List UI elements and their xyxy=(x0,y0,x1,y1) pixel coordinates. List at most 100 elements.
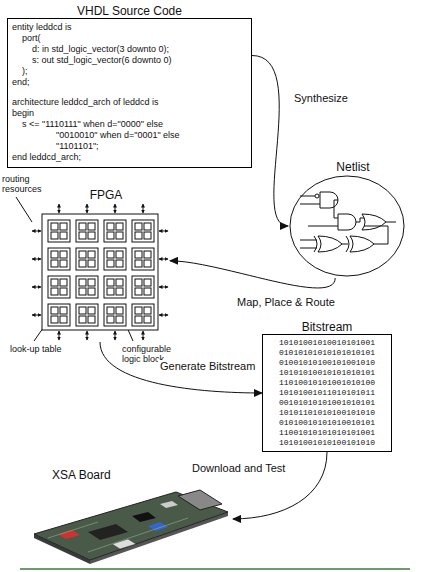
look-up-table xyxy=(79,260,86,267)
node-heading: FPGA xyxy=(30,188,182,202)
look-up-table xyxy=(60,223,67,230)
configurable-logic-block xyxy=(76,276,98,298)
look-up-table xyxy=(51,307,58,314)
look-up-table xyxy=(88,223,95,230)
look-up-table xyxy=(135,232,142,239)
look-up-table xyxy=(79,251,86,258)
code-line: "0010010" when d="0001" else xyxy=(12,130,247,141)
fpga-chip-package xyxy=(88,524,128,540)
look-up-table xyxy=(88,316,95,323)
bit-row: 01010010101010010101 xyxy=(265,418,389,428)
look-up-table xyxy=(116,260,123,267)
routing-arrow xyxy=(159,259,168,260)
configurable-logic-block xyxy=(48,276,70,298)
edge-label: Download and Test xyxy=(190,462,287,475)
component xyxy=(160,501,178,508)
look-up-table xyxy=(51,279,58,286)
look-up-table xyxy=(107,316,114,323)
look-up-table xyxy=(60,288,67,295)
code-line: ); xyxy=(12,66,247,77)
bitstream-box: Bitstream1010100101001010100101010101010… xyxy=(262,320,392,452)
bit-listing: 1010100101001010100101010101010101010101… xyxy=(262,334,392,452)
configurable-logic-block xyxy=(104,220,126,242)
look-up-table xyxy=(144,232,151,239)
code-line: end leddcd_arch; xyxy=(12,152,247,163)
look-up-table xyxy=(107,288,114,295)
routing-arrow xyxy=(87,204,88,213)
look-up-table xyxy=(107,307,114,314)
configurable-logic-block xyxy=(76,248,98,270)
look-up-table xyxy=(144,307,151,314)
look-up-table xyxy=(135,251,142,258)
routing-arrow xyxy=(159,315,168,316)
look-up-table xyxy=(79,279,86,286)
look-up-table xyxy=(79,307,86,314)
look-up-table xyxy=(116,316,123,323)
routing-arrow xyxy=(115,331,116,340)
part-label: routing resources xyxy=(2,174,52,194)
bit-row: 00101010101001010101 xyxy=(265,398,389,408)
xsa-board xyxy=(28,482,233,564)
bit-row: 01010101010101010101 xyxy=(265,348,389,358)
look-up-table xyxy=(135,279,142,286)
look-up-table xyxy=(88,288,95,295)
code-line: architecture leddcd_arch of leddcd is xyxy=(12,97,247,108)
look-up-table xyxy=(107,232,114,239)
routing-arrow xyxy=(159,287,168,288)
node-heading: Netlist xyxy=(288,160,418,174)
look-up-table xyxy=(116,307,123,314)
routing-arrow xyxy=(59,331,60,340)
code-line: begin xyxy=(12,108,247,119)
code-line: d: in std_logic_vector(3 downto 0); xyxy=(12,44,247,55)
look-up-table xyxy=(144,260,151,267)
part-label: look-up table xyxy=(10,344,80,354)
look-up-table xyxy=(107,279,114,286)
routing-arrow xyxy=(143,331,144,340)
code-line: port( xyxy=(12,33,247,44)
look-up-table xyxy=(79,223,86,230)
code-line: end; xyxy=(12,77,247,88)
routing-arrow xyxy=(159,231,168,232)
component xyxy=(112,539,136,549)
look-up-table xyxy=(79,288,86,295)
look-up-table xyxy=(116,223,123,230)
look-up-table xyxy=(107,251,114,258)
configurable-logic-block xyxy=(76,220,98,242)
look-up-table xyxy=(60,307,67,314)
bit-row: 01001010100101001010 xyxy=(265,358,389,368)
look-up-table xyxy=(144,279,151,286)
look-up-table xyxy=(79,232,86,239)
look-up-table xyxy=(88,251,95,258)
look-up-table xyxy=(144,288,151,295)
logic-gates xyxy=(300,192,396,252)
bit-row: 10101101010100101010 xyxy=(265,408,389,418)
flow-arrow xyxy=(100,342,262,393)
code-line: s: out std_logic_vector(6 downto 0) xyxy=(12,55,247,66)
routing-arrow xyxy=(32,287,41,288)
routing-arrow xyxy=(32,231,41,232)
look-up-table xyxy=(88,279,95,286)
node-heading: VHDL Source Code xyxy=(7,4,252,18)
routing-arrow xyxy=(32,315,41,316)
code-line: entity leddcd is xyxy=(12,22,247,33)
node-heading: Bitstream xyxy=(262,320,392,334)
look-up-table xyxy=(51,316,58,323)
look-up-table xyxy=(51,260,58,267)
configurable-logic-block xyxy=(48,248,70,270)
look-up-table xyxy=(60,279,67,286)
look-up-table xyxy=(135,223,142,230)
configurable-logic-block xyxy=(132,276,154,298)
look-up-table xyxy=(144,316,151,323)
look-up-table xyxy=(51,232,58,239)
netlist-node: Netlist xyxy=(288,160,418,278)
look-up-table xyxy=(79,316,86,323)
footer-rule xyxy=(20,568,410,570)
look-up-table xyxy=(135,260,142,267)
look-up-table xyxy=(116,279,123,286)
configurable-logic-block xyxy=(76,304,98,326)
look-up-table xyxy=(51,288,58,295)
look-up-table xyxy=(135,307,142,314)
configurable-logic-block xyxy=(104,276,126,298)
configurable-logic-block xyxy=(132,220,154,242)
bit-row: 10101001011010101011 xyxy=(265,388,389,398)
